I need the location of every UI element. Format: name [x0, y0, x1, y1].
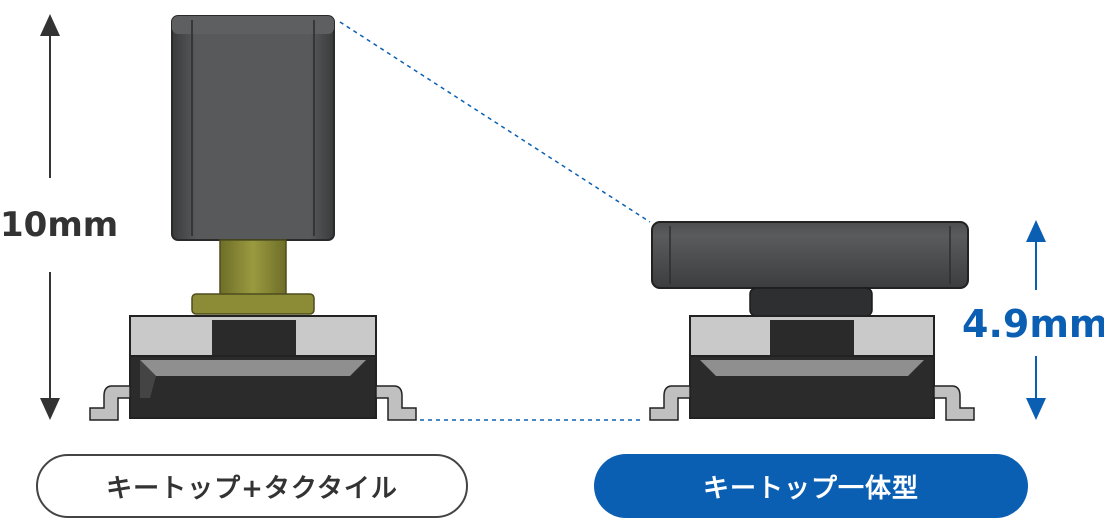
left-caption-pill: キートップ+タクタイル [36, 454, 468, 518]
left-product-illustration [89, 15, 417, 421]
left-caption-text: キートップ+タクタイル [106, 473, 398, 504]
right-caption-pill: キートップ一体型 [594, 454, 1028, 518]
guide-lines [339, 21, 651, 421]
flat-keycap [651, 221, 969, 289]
tall-keycap [171, 15, 335, 241]
right-caption-text: キートップ一体型 [702, 473, 919, 504]
left-lead [89, 385, 131, 421]
left-height-arrow [40, 14, 60, 420]
right-product-illustration [649, 221, 975, 421]
right-lead [375, 385, 417, 421]
left-height-label: 10mm [0, 205, 119, 245]
right-height-arrow [1026, 220, 1046, 420]
stem [219, 239, 287, 297]
right-height-label: 4.9mm [962, 302, 1104, 346]
